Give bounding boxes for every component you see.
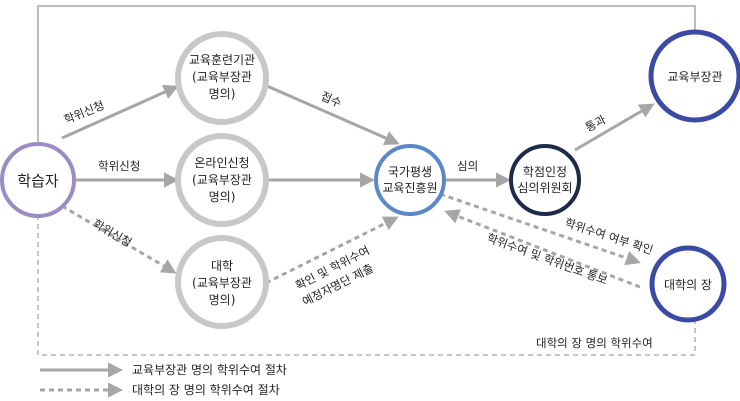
online-line-2: (교육부장관 <box>192 173 252 187</box>
node-learner: 학습자 <box>0 142 76 218</box>
node-online-application: 온라인신청 (교육부장관 명의) <box>175 133 269 227</box>
label-degree-check: 학위수여 여부 확인 <box>563 216 655 258</box>
arrow-pass <box>574 103 655 152</box>
node-minister: 교육부장관 <box>648 29 740 123</box>
label-receipt: 접수 <box>319 89 344 110</box>
node-university: 대학 (교육부장관 명의) <box>175 235 269 329</box>
legend-dashed-label: 대학의 장 명의 학위수여 절차 <box>132 383 280 397</box>
training-line-2: (교육부장관 <box>192 70 252 84</box>
training-line-3: 명의) <box>209 87 236 101</box>
nile-line-2: 교육진흥원 <box>382 181 437 195</box>
frame-line-bottom <box>37 215 696 356</box>
arrow-degree-notice <box>444 209 641 289</box>
label-apply-bottom: 학위신청 <box>91 216 135 249</box>
arrow-apply-top <box>61 85 179 140</box>
university-line-1: 대학 <box>211 259 233 273</box>
arrow-apply-bottom <box>61 204 177 274</box>
online-line-1: 온라인신청 <box>194 156 249 170</box>
committee-line-2: 심의위원회 <box>517 181 572 195</box>
arrow-receipt <box>266 84 400 146</box>
node-university-head: 대학의 장 <box>649 245 727 323</box>
frame-line-top <box>37 5 696 150</box>
legend-solid-label: 교육부장관 명의 학위수여 절차 <box>132 363 287 377</box>
node-credit-committee: 학점인정 심의위원회 <box>509 144 581 216</box>
node-learner-label: 학습자 <box>17 172 59 190</box>
legend: 교육부장관 명의 학위수여 절차 대학의 장 명의 학위수여 절차 <box>40 362 287 398</box>
arrow-confirm-submit <box>265 216 399 285</box>
node-nile: 국가평생 교육진흥원 <box>374 144 446 216</box>
online-line-3: 명의) <box>209 190 236 204</box>
label-apply-mid: 학위신청 <box>98 159 140 173</box>
node-university-head-label: 대학의 장 <box>664 278 712 292</box>
arrow-degree-check <box>439 192 641 266</box>
university-line-2: (교육부장관 <box>192 276 252 290</box>
node-training-institution: 교육훈련기관 (교육부장관 명의) <box>175 31 269 125</box>
label-univ-head-award: 대학의 장 명의 학위수여 <box>536 336 653 350</box>
label-degree-notice: 학위수여 및 학위번호 통보 <box>485 231 609 288</box>
training-line-1: 교육훈련기관 <box>189 53 255 67</box>
node-minister-label: 교육부장관 <box>667 70 722 84</box>
committee-line-1: 학점인정 <box>523 165 567 179</box>
university-line-3: 명의) <box>209 293 236 307</box>
nile-line-1: 국가평생 <box>388 165 432 179</box>
label-review: 심의 <box>457 159 478 173</box>
